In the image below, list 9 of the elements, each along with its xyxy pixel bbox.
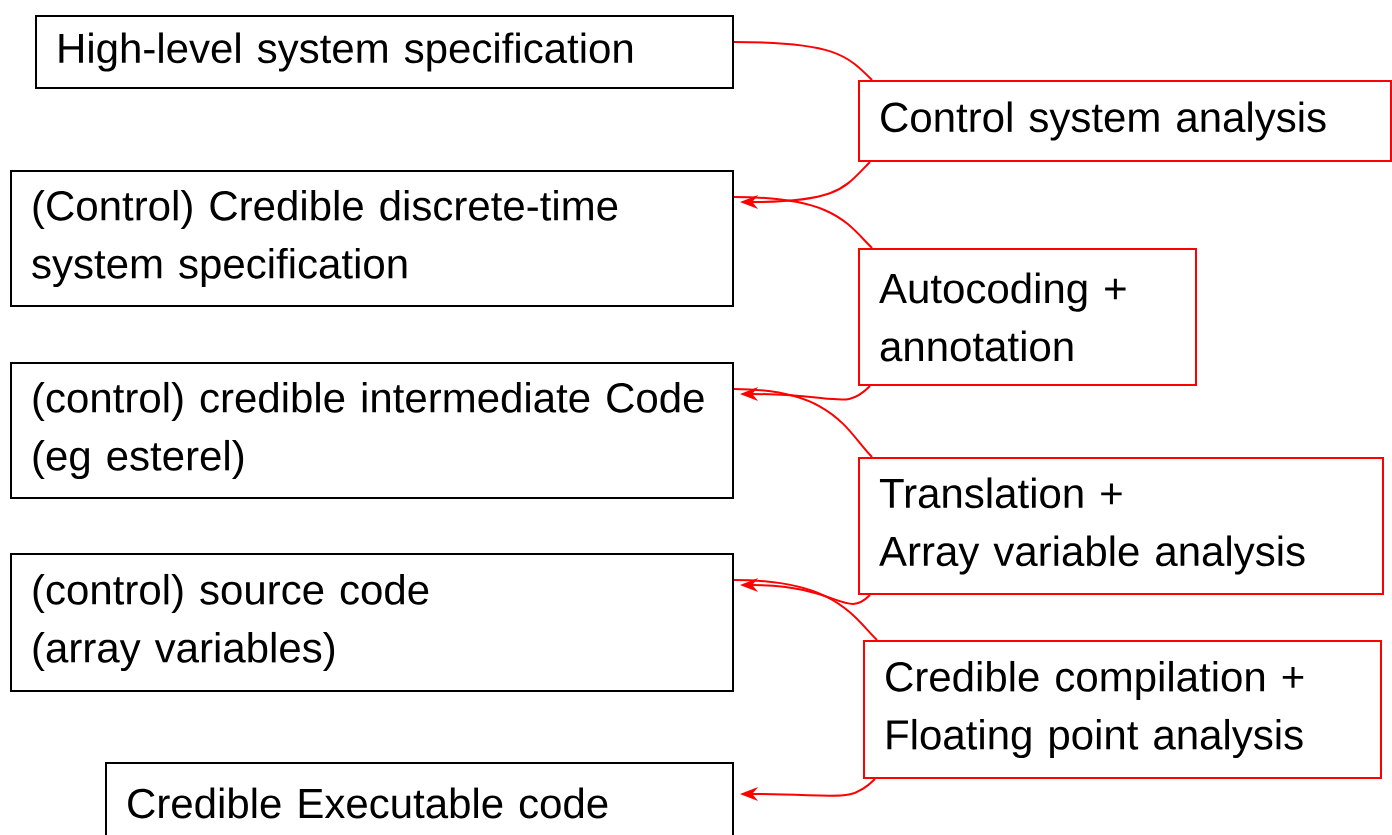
process-box: Credible compilation + Floating point analysis: [863, 640, 1382, 779]
process-box: Translation + Array variable analysis: [858, 457, 1384, 595]
process-box: (control) credible intermediate Code (eg esterel): [10, 362, 734, 499]
process-box: Autocoding + annotation: [858, 248, 1197, 386]
process-box: Control system analysis: [858, 80, 1392, 162]
process-box: Credible Executable code: [105, 762, 734, 835]
process-box: High-level system specification: [35, 15, 734, 89]
process-box: (control) source code (array variables): [10, 553, 734, 692]
process-box: (Control) Credible discrete-time system specification: [10, 170, 734, 307]
